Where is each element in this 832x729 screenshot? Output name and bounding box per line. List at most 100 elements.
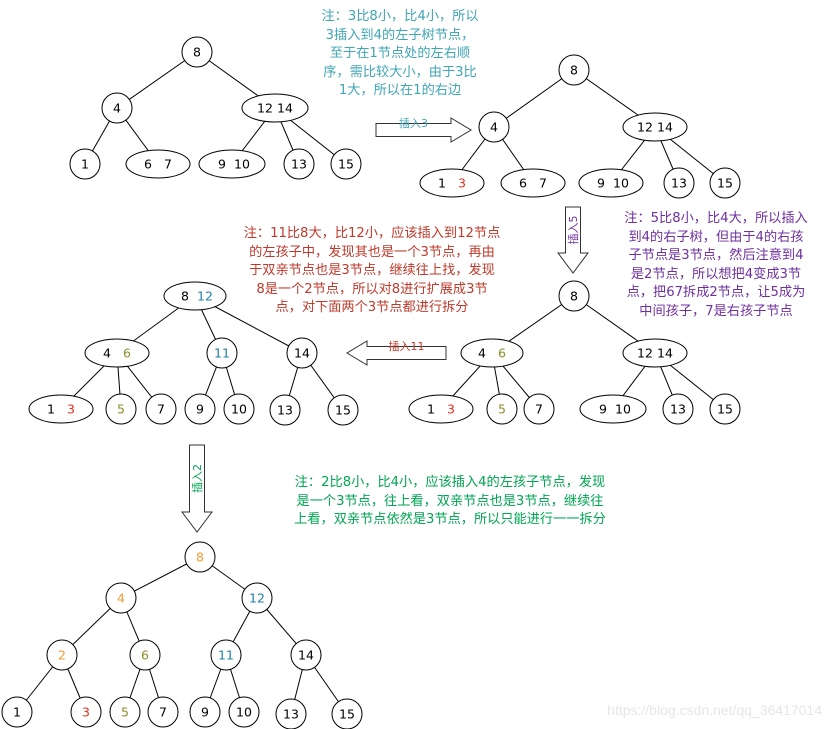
arrow-label: 插入11 (389, 339, 425, 353)
node-key: 6 (519, 176, 527, 191)
node-key: 13 (670, 402, 686, 417)
node-key: 6 (498, 346, 506, 361)
node-key: 7 (535, 402, 543, 417)
tree-node: 15 (331, 698, 363, 729)
node-key: 3 (447, 402, 455, 417)
node-circle (478, 111, 510, 143)
node-key: 7 (539, 176, 547, 191)
tree-node: 15 (709, 167, 741, 199)
tree-node: 14 (286, 337, 318, 369)
node-circle (147, 696, 179, 728)
tree-node: 7 (145, 393, 177, 425)
tree-node: 1 (69, 148, 101, 180)
node-key: 3 (458, 176, 466, 191)
tree-node: 4 (478, 111, 510, 143)
tree-node: 11 (210, 639, 242, 671)
node-key: 4 (113, 101, 121, 116)
node-key: 10 (234, 157, 250, 172)
note-insert-11: 注：11比8大，比12小，应该插入到12节点 的左孩子中，发现其也是一个3节点，… (243, 226, 501, 315)
node-circle (290, 639, 322, 671)
node-key: 5 (117, 402, 125, 417)
node-circle (709, 167, 741, 199)
node-ellipse (241, 93, 309, 123)
node-circle (330, 148, 362, 180)
node-key: 8 (196, 550, 204, 565)
node-circle (181, 36, 213, 68)
tree-node: 9 (189, 696, 221, 728)
tree-node: 13 (275, 698, 307, 729)
node-key: 10 (231, 402, 247, 417)
node-circle (184, 393, 216, 425)
node-key: 1 (438, 176, 446, 191)
node-key: 15 (339, 707, 355, 722)
node-key: 5 (498, 402, 506, 417)
tree-node: 8 (181, 36, 213, 68)
node-key: 13 (671, 176, 687, 191)
node-key: 9 (218, 157, 226, 172)
arrow-shape (375, 117, 472, 143)
watermark: https://blog.csdn.net/qq_36417014 (607, 702, 822, 718)
node-key: 2 (58, 648, 66, 663)
node-key: 12 (249, 591, 265, 606)
node-ellipse (125, 149, 191, 179)
tree-node: 9 10 (578, 168, 644, 198)
node-key: 1 (81, 157, 89, 172)
node-circle (189, 696, 221, 728)
node-ellipse (419, 168, 485, 198)
node-key: 14 (294, 346, 310, 361)
node-key: 7 (159, 705, 167, 720)
node-key: 3 (67, 402, 75, 417)
node-circle (210, 639, 242, 671)
node-circle (558, 280, 590, 312)
node-key: 8 (181, 289, 189, 304)
node-key: 4 (103, 346, 111, 361)
arrow-label: 插入2 (190, 464, 204, 493)
node-key: 13 (291, 157, 307, 172)
tree-node: 1 (1, 696, 33, 728)
node-key: 7 (157, 402, 165, 417)
node-circle (269, 394, 301, 426)
tree-edge (493, 69, 575, 128)
node-key: 10 (613, 176, 629, 191)
node-circle (286, 337, 318, 369)
node-key: 11 (218, 648, 234, 663)
tree-node: 2 (46, 639, 78, 671)
tree-node: 7 (147, 696, 179, 728)
node-key: 1 (47, 402, 55, 417)
node-key: 12 (257, 101, 273, 116)
node-circle (145, 393, 177, 425)
node-circle (129, 639, 161, 671)
tree-node: 9 10 (198, 149, 266, 179)
node-circle (663, 167, 695, 199)
node-ellipse (578, 168, 644, 198)
node-key: 8 (193, 45, 201, 60)
node-ellipse (28, 394, 94, 424)
node-circle (523, 393, 555, 425)
arrow-label: 插入5 (566, 216, 580, 245)
node-ellipse (460, 338, 524, 368)
tree-node: 8 (558, 54, 590, 86)
node-key: 15 (717, 176, 733, 191)
node-circle (46, 639, 78, 671)
node-key: 14 (657, 120, 673, 135)
node-key: 1 (13, 705, 21, 720)
node-key: 9 (597, 176, 605, 191)
node-key: 12 (637, 346, 653, 361)
node-circle (709, 393, 741, 425)
arrow-shape (181, 444, 213, 533)
tree-node: 13 (662, 393, 694, 425)
tree-node: 11 (206, 337, 238, 369)
node-ellipse (500, 168, 566, 198)
node-key: 6 (144, 157, 152, 172)
node-circle (223, 393, 255, 425)
node-ellipse (84, 338, 150, 368)
note-insert-3: 注：3比8小，比4小，所以 3插入到4的左子树节点， 至于在1节点处的左右顺 序… (321, 9, 479, 98)
node-circle (184, 541, 216, 573)
